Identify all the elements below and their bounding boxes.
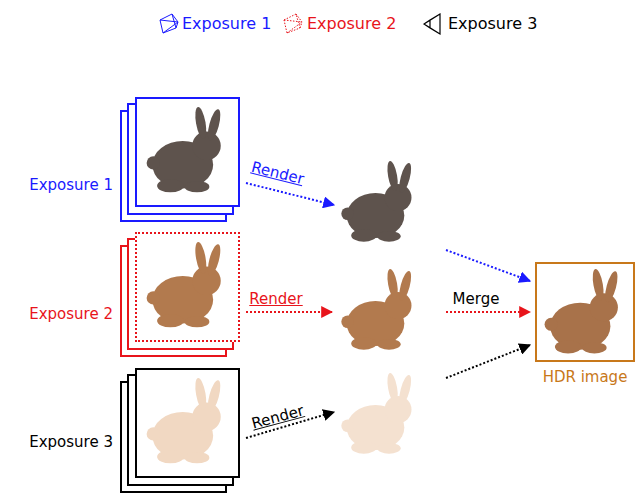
legend-label: Exposure 1 (182, 14, 271, 34)
camera-icon (284, 14, 302, 33)
bunny-image (147, 241, 223, 327)
camera-icon (160, 14, 178, 33)
render-label: Render (250, 158, 306, 188)
exposure-stack: Exposure 1 (135, 97, 240, 207)
merge-arrow (446, 250, 530, 281)
hdr-image-frame: HDR image (535, 262, 635, 362)
rendered-bunny (341, 160, 413, 242)
node-label: Exposure 3 (29, 433, 113, 452)
render-arrow (246, 311, 332, 313)
legend-label: Exposure 3 (448, 14, 537, 34)
node-label: Exposure 2 (29, 305, 113, 324)
merge-label: Merge (453, 290, 500, 308)
merge-arrow (446, 311, 530, 313)
render-arrow (246, 183, 334, 205)
rendered-bunny (341, 268, 413, 350)
node-label: Exposure 1 (29, 176, 113, 195)
image-ground (135, 368, 240, 478)
camera-icon (424, 14, 440, 34)
rendered-bunny (341, 372, 413, 454)
image-ground (135, 232, 240, 342)
exposure-stack: Exposure 2 (135, 232, 240, 342)
exposure-stack: Exposure 3 (135, 368, 240, 478)
bunny-image (147, 106, 223, 192)
bunny-image (545, 268, 620, 353)
render-label: Render (249, 290, 302, 308)
image-ground (135, 97, 240, 207)
node-label: HDR image (543, 368, 628, 387)
bunny-image (147, 377, 223, 463)
image-ground (535, 262, 635, 362)
merge-arrow (446, 345, 530, 378)
legend-label: Exposure 2 (307, 14, 396, 34)
